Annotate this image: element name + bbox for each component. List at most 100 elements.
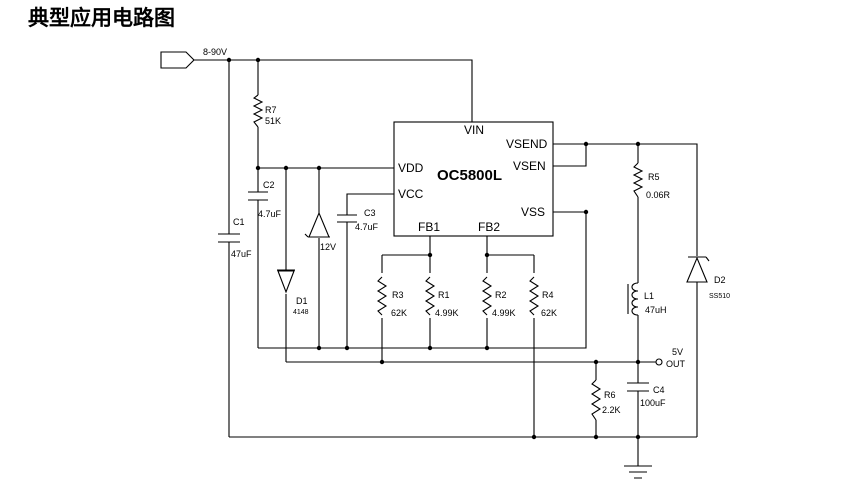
r7-value: 51K <box>265 116 281 126</box>
wire-input-rail <box>194 59 473 122</box>
c1-ref: C1 <box>233 217 245 227</box>
d2-value: SS510 <box>709 293 730 300</box>
junction <box>316 165 322 171</box>
diode-d1: D1 4148 <box>277 268 309 316</box>
resistor-r3: R3 62K <box>376 276 407 318</box>
d2-ref: D2 <box>714 275 726 285</box>
pin-vsend: VSEND <box>506 137 548 151</box>
c2-value: 4.7uF <box>258 209 282 219</box>
resistor-icon <box>528 276 540 316</box>
wire-ground-return <box>258 211 587 349</box>
r5-value: 0.06R <box>646 190 671 200</box>
output-terminal-icon <box>655 358 663 366</box>
diode-icon <box>277 269 295 294</box>
inductor-l1: L1 47uH <box>627 282 667 316</box>
r5-ref: R5 <box>648 172 660 182</box>
c2-ref: C2 <box>263 180 275 190</box>
capacitor-icon <box>248 191 268 201</box>
ic-oc5800l: OC5800L VIN VDD VCC VSEND VSEN VSS FB1 F… <box>393 121 554 237</box>
resistor-icon <box>424 276 436 316</box>
resistor-r6: R6 2.2K <box>590 379 621 421</box>
junction <box>593 434 599 440</box>
c4-ref: C4 <box>653 385 665 395</box>
c4-value: 100uF <box>640 398 666 408</box>
junction <box>427 252 433 258</box>
junction <box>379 359 385 365</box>
l1-ref: L1 <box>644 291 654 301</box>
junction <box>255 165 261 171</box>
ground-symbol <box>624 465 652 479</box>
page-title: 典型应用电路图 <box>28 6 175 30</box>
d1-value: 4148 <box>293 309 309 316</box>
junction <box>484 345 490 351</box>
diode-d2: D2 SS510 <box>686 256 730 300</box>
capacitor-c4: C4 100uF <box>627 382 666 408</box>
input-arrow-icon <box>160 51 195 69</box>
junction <box>344 345 350 351</box>
resistor-r1: R1 4.99K <box>424 276 459 318</box>
input-voltage-label: 8-90V <box>203 47 227 57</box>
r2-value: 4.99K <box>492 308 516 318</box>
resistor-r2: R2 4.99K <box>481 276 516 318</box>
wire-vsen <box>553 144 587 167</box>
resistor-r5: R5 0.06R <box>632 162 671 200</box>
c3-value: 4.7uF <box>355 222 379 232</box>
r4-value: 62K <box>541 308 557 318</box>
inductor-icon <box>631 282 639 316</box>
junction <box>593 359 599 365</box>
pin-vin: VIN <box>464 123 484 137</box>
wires <box>194 59 698 466</box>
junction <box>583 141 589 147</box>
input-connector: 8-90V <box>160 47 227 69</box>
junction <box>484 252 490 258</box>
junction <box>635 359 641 365</box>
ground-icon <box>624 465 652 479</box>
pin-vdd: VDD <box>398 161 424 175</box>
capacitor-c2: C2 4.7uF <box>248 180 282 219</box>
c3-ref: C3 <box>364 208 376 218</box>
zener-diode: 12V <box>304 211 336 252</box>
junction <box>316 345 322 351</box>
junction <box>635 141 641 147</box>
resistor-r7: R7 51K <box>252 94 281 128</box>
ic-name: OC5800L <box>437 167 502 184</box>
pin-fb2: FB2 <box>478 220 500 234</box>
r3-value: 62K <box>391 308 407 318</box>
output-terminal: 5V OUT <box>655 347 686 369</box>
junction <box>583 209 589 215</box>
pin-vsen: VSEN <box>513 159 546 173</box>
r3-ref: R3 <box>392 290 404 300</box>
capacitor-icon <box>218 233 240 243</box>
zener-icon <box>304 211 330 238</box>
pin-vss: VSS <box>521 205 545 219</box>
r4-ref: R4 <box>542 290 554 300</box>
resistor-icon <box>252 94 264 128</box>
r1-value: 4.99K <box>435 308 459 318</box>
r7-ref: R7 <box>265 105 277 115</box>
ic-body <box>393 121 554 237</box>
resistor-r4: R4 62K <box>528 276 557 318</box>
pin-fb1: FB1 <box>418 220 440 234</box>
resistor-icon <box>376 276 388 316</box>
junctions <box>226 57 641 440</box>
capacitor-icon <box>627 382 649 392</box>
wire-vcc <box>346 193 394 215</box>
resistor-icon <box>632 162 644 198</box>
junction <box>635 434 641 440</box>
capacitor-c1: C1 47uF <box>218 217 252 259</box>
junction <box>531 434 537 440</box>
r1-ref: R1 <box>438 290 450 300</box>
l1-value: 47uH <box>645 305 667 315</box>
r6-ref: R6 <box>604 390 616 400</box>
junction <box>255 57 261 63</box>
resistor-icon <box>481 276 493 316</box>
c1-value: 47uF <box>231 249 252 259</box>
wire-vsend <box>553 143 698 256</box>
capacitor-c3: C3 4.7uF <box>337 208 379 232</box>
junction <box>226 57 232 63</box>
zener-value: 12V <box>320 242 336 252</box>
output-name: OUT <box>666 359 686 369</box>
resistor-icon <box>590 379 602 421</box>
diode-icon <box>686 256 710 283</box>
